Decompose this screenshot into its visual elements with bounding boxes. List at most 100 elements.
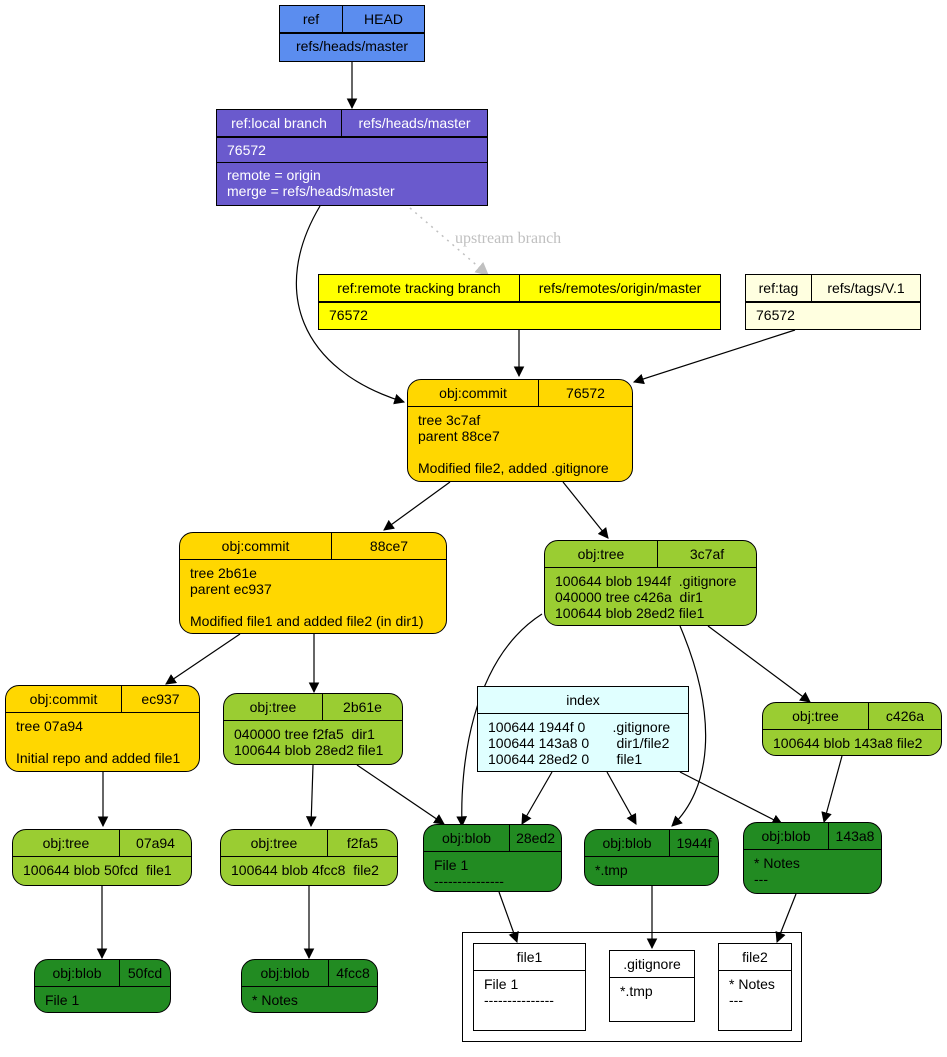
head-target: refs/heads/master (280, 33, 424, 58)
commit-88ce7-id: 88ce7 (331, 533, 446, 559)
wt-file1-body: File 1 --------------- (484, 976, 554, 1008)
tree-3c7af-node[interactable]: obj:tree 3c7af 100644 blob 1944f .gitign… (544, 540, 757, 626)
blob-4fcc8-id: 4fcc8 (328, 960, 377, 986)
tree-07a94-type: obj:tree (42, 835, 90, 851)
tree-2b61e-id: 2b61e (322, 694, 402, 720)
local-branch-commit: 76572 (217, 137, 487, 162)
commit-76572-node[interactable]: obj:commit 76572 tree 3c7af parent 88ce7… (407, 379, 633, 482)
tag-node[interactable]: ref:tag refs/tags/V.1 76572 (745, 274, 921, 330)
remote-branch-name: refs/remotes/origin/master (519, 275, 720, 301)
head-name: HEAD (342, 6, 424, 32)
blob-50fcd-node[interactable]: obj:blob 50fcd File 1 (34, 959, 171, 1013)
edge-commit88ce7-to-ec937 (165, 633, 241, 685)
wt-file1-name: file1 (474, 944, 585, 971)
edge-3c7af-to-28ed2 (456, 613, 543, 828)
blob-28ed2-type: obj:blob (442, 830, 492, 846)
commit-ec937-body: tree 07a94 Initial repo and added file1 (16, 718, 181, 766)
tree-f2fa5-id: f2fa5 (327, 830, 397, 856)
blob-28ed2-node[interactable]: obj:blob 28ed2 File 1 --------------- (423, 824, 562, 892)
wt-file2-node[interactable]: file2 * Notes --- (718, 943, 792, 1031)
blob-1944f-type: obj:blob (602, 835, 652, 851)
edge-commit76572-to-3c7af (562, 481, 609, 539)
edge-2b61e-to-f2fa5 (305, 764, 317, 828)
commit-ec937-node[interactable]: obj:commit ec937 tree 07a94 Initial repo… (5, 685, 200, 772)
remote-branch-type: ref:remote tracking branch (337, 280, 501, 296)
commit-ec937-id: ec937 (121, 686, 199, 712)
tree-f2fa5-body: 100644 blob 4fcc8 file2 (231, 862, 379, 878)
tree-f2fa5-type: obj:tree (250, 835, 298, 851)
tree-c426a-body: 100644 blob 143a8 file2 (773, 735, 923, 751)
edge-3c7af-to-c426a (707, 625, 811, 703)
commit-88ce7-node[interactable]: obj:commit 88ce7 tree 2b61e parent ec937… (179, 532, 447, 634)
tree-3c7af-body: 100644 blob 1944f .gitignore 040000 tree… (555, 573, 737, 621)
tree-c426a-id: c426a (868, 703, 941, 729)
tag-name: refs/tags/V.1 (811, 275, 920, 301)
wt-gitignore-name: .gitignore (610, 951, 694, 978)
blob-4fcc8-type: obj:blob (260, 965, 310, 981)
blob-28ed2-body: File 1 --------------- (434, 857, 504, 889)
index-body: 100644 1944f 0 .gitignore 100644 143a8 0… (488, 719, 671, 767)
wt-gitignore-body: *.tmp (620, 983, 653, 999)
edge-143a8-to-file2 (775, 893, 797, 944)
edge-c426a-to-143a8 (821, 755, 843, 824)
blob-1944f-id: 1944f (669, 830, 718, 856)
tag-type: ref:tag (758, 280, 799, 296)
edge-commit76572-to-88ce7 (383, 481, 451, 531)
edge-index-to-1944f (606, 771, 637, 825)
tree-07a94-id: 07a94 (119, 830, 191, 856)
local-branch-type: ref:local branch (231, 115, 327, 131)
blob-143a8-node[interactable]: obj:blob 143a8 * Notes --- (743, 822, 882, 894)
edge-2b61e-to-28ed2 (356, 764, 445, 825)
local-branch-node[interactable]: ref:local branch refs/heads/master 76572… (216, 109, 488, 206)
upstream-branch-label: upstream branch (455, 230, 562, 247)
blob-4fcc8-body: * Notes (252, 992, 298, 1008)
tree-07a94-node[interactable]: obj:tree 07a94 100644 blob 50fcd file1 (12, 829, 192, 886)
edge-index-to-143a8 (679, 771, 783, 825)
remote-branch-node[interactable]: ref:remote tracking branch refs/remotes/… (318, 274, 721, 330)
wt-gitignore-node[interactable]: .gitignore *.tmp (609, 950, 695, 1022)
tree-f2fa5-node[interactable]: obj:tree f2fa5 100644 blob 4fcc8 file2 (220, 829, 398, 886)
wt-file2-name: file2 (719, 944, 791, 971)
remote-branch-commit: 76572 (319, 302, 720, 327)
blob-28ed2-id: 28ed2 (509, 825, 561, 851)
tree-3c7af-type: obj:tree (577, 546, 625, 562)
edge-28ed2-to-file1 (498, 891, 519, 944)
blob-143a8-body: * Notes --- (754, 855, 800, 887)
wt-file1-node[interactable]: file1 File 1 --------------- (473, 943, 586, 1031)
blob-1944f-node[interactable]: obj:blob 1944f *.tmp (584, 829, 719, 886)
commit-76572-id: 76572 (538, 380, 632, 406)
local-branch-config: remote = origin merge = refs/heads/maste… (217, 162, 487, 203)
blob-1944f-body: *.tmp (595, 862, 628, 878)
edge-3c7af-to-1944f (671, 625, 707, 827)
tree-3c7af-id: 3c7af (657, 541, 756, 567)
edge-upstream (409, 207, 490, 276)
tree-07a94-body: 100644 blob 50fcd file1 (23, 862, 172, 878)
commit-88ce7-body: tree 2b61e parent ec937 Modified file1 a… (190, 565, 424, 629)
edge-index-to-28ed2 (521, 771, 553, 825)
tree-c426a-node[interactable]: obj:tree c426a 100644 blob 143a8 file2 (762, 702, 942, 756)
commit-ec937-type: obj:commit (29, 691, 98, 707)
index-node[interactable]: index 100644 1944f 0 .gitignore 100644 1… (477, 686, 689, 772)
tree-2b61e-body: 040000 tree f2fa5 dir1 100644 blob 28ed2… (234, 726, 384, 758)
commit-76572-type: obj:commit (439, 385, 507, 401)
tree-2b61e-node[interactable]: obj:tree 2b61e 040000 tree f2fa5 dir1 10… (223, 693, 403, 765)
blob-143a8-type: obj:blob (761, 828, 811, 844)
commit-76572-body: tree 3c7af parent 88ce7 Modified file2, … (418, 412, 609, 476)
local-branch-name: refs/heads/master (341, 110, 487, 136)
wt-file2-body: * Notes --- (729, 976, 775, 1008)
head-type: ref (302, 11, 320, 27)
blob-50fcd-type: obj:blob (52, 965, 102, 981)
tag-commit: 76572 (746, 302, 920, 327)
edge-local-to-commit (295, 205, 406, 405)
tree-2b61e-type: obj:tree (249, 699, 297, 715)
blob-50fcd-id: 50fcd (119, 960, 170, 986)
working-tree-cluster (462, 932, 802, 1042)
head-ref-node[interactable]: ref HEAD refs/heads/master (279, 5, 425, 62)
blob-143a8-id: 143a8 (828, 823, 881, 849)
index-title: index (566, 692, 600, 708)
tree-c426a-type: obj:tree (792, 708, 839, 724)
commit-88ce7-type: obj:commit (221, 538, 290, 554)
blob-4fcc8-node[interactable]: obj:blob 4fcc8 * Notes (241, 959, 378, 1013)
edge-tag-to-commit (632, 329, 796, 385)
